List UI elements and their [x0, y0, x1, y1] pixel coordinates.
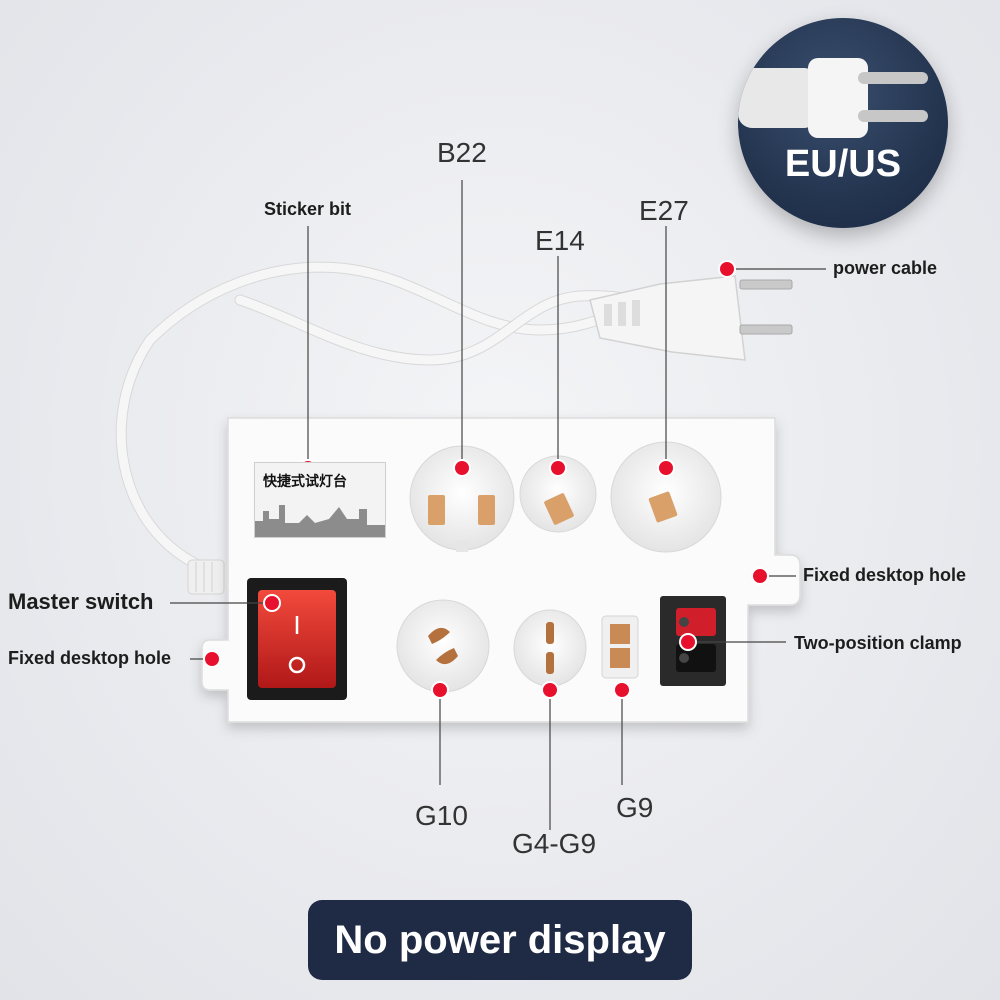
label-fixed-hole-left: Fixed desktop hole [8, 648, 172, 668]
label-b22: B22 [437, 137, 487, 168]
e27-socket[interactable] [610, 441, 722, 553]
label-power-cable: power cable [833, 258, 938, 278]
us-plug [589, 275, 793, 361]
sticker-text: 快捷式试灯台 [263, 473, 347, 489]
label-fixed-hole-right: Fixed desktop hole [803, 565, 967, 585]
g10-socket[interactable] [396, 599, 490, 693]
label-g4-g9: G4-G9 [512, 828, 597, 859]
label-e14: E14 [535, 225, 585, 256]
callout-lines [170, 180, 826, 830]
skyline-graphic [255, 505, 385, 537]
label-g9: G9 [616, 792, 654, 823]
g9-socket[interactable] [601, 615, 639, 679]
label-two-position-clamp: Two-position clamp [794, 633, 962, 653]
label-sticker-bit: Sticker bit [264, 199, 352, 219]
label-master-switch: Master switch [8, 589, 154, 614]
cable-strain-relief [187, 559, 225, 595]
banner-text: No power display [334, 917, 666, 962]
label-e27: E27 [639, 195, 689, 226]
e14-socket[interactable] [519, 455, 597, 533]
no-power-display-banner: No power display [308, 900, 692, 980]
sticker-label: 快捷式试灯台 [254, 462, 386, 538]
eu-us-text: EU/US [784, 143, 902, 185]
eu-plug-icon [738, 58, 928, 138]
g4-g9-socket[interactable] [513, 609, 587, 687]
master-switch[interactable] [247, 578, 347, 700]
label-g10: G10 [415, 800, 468, 831]
eu-us-badge: EU/US [738, 18, 948, 228]
